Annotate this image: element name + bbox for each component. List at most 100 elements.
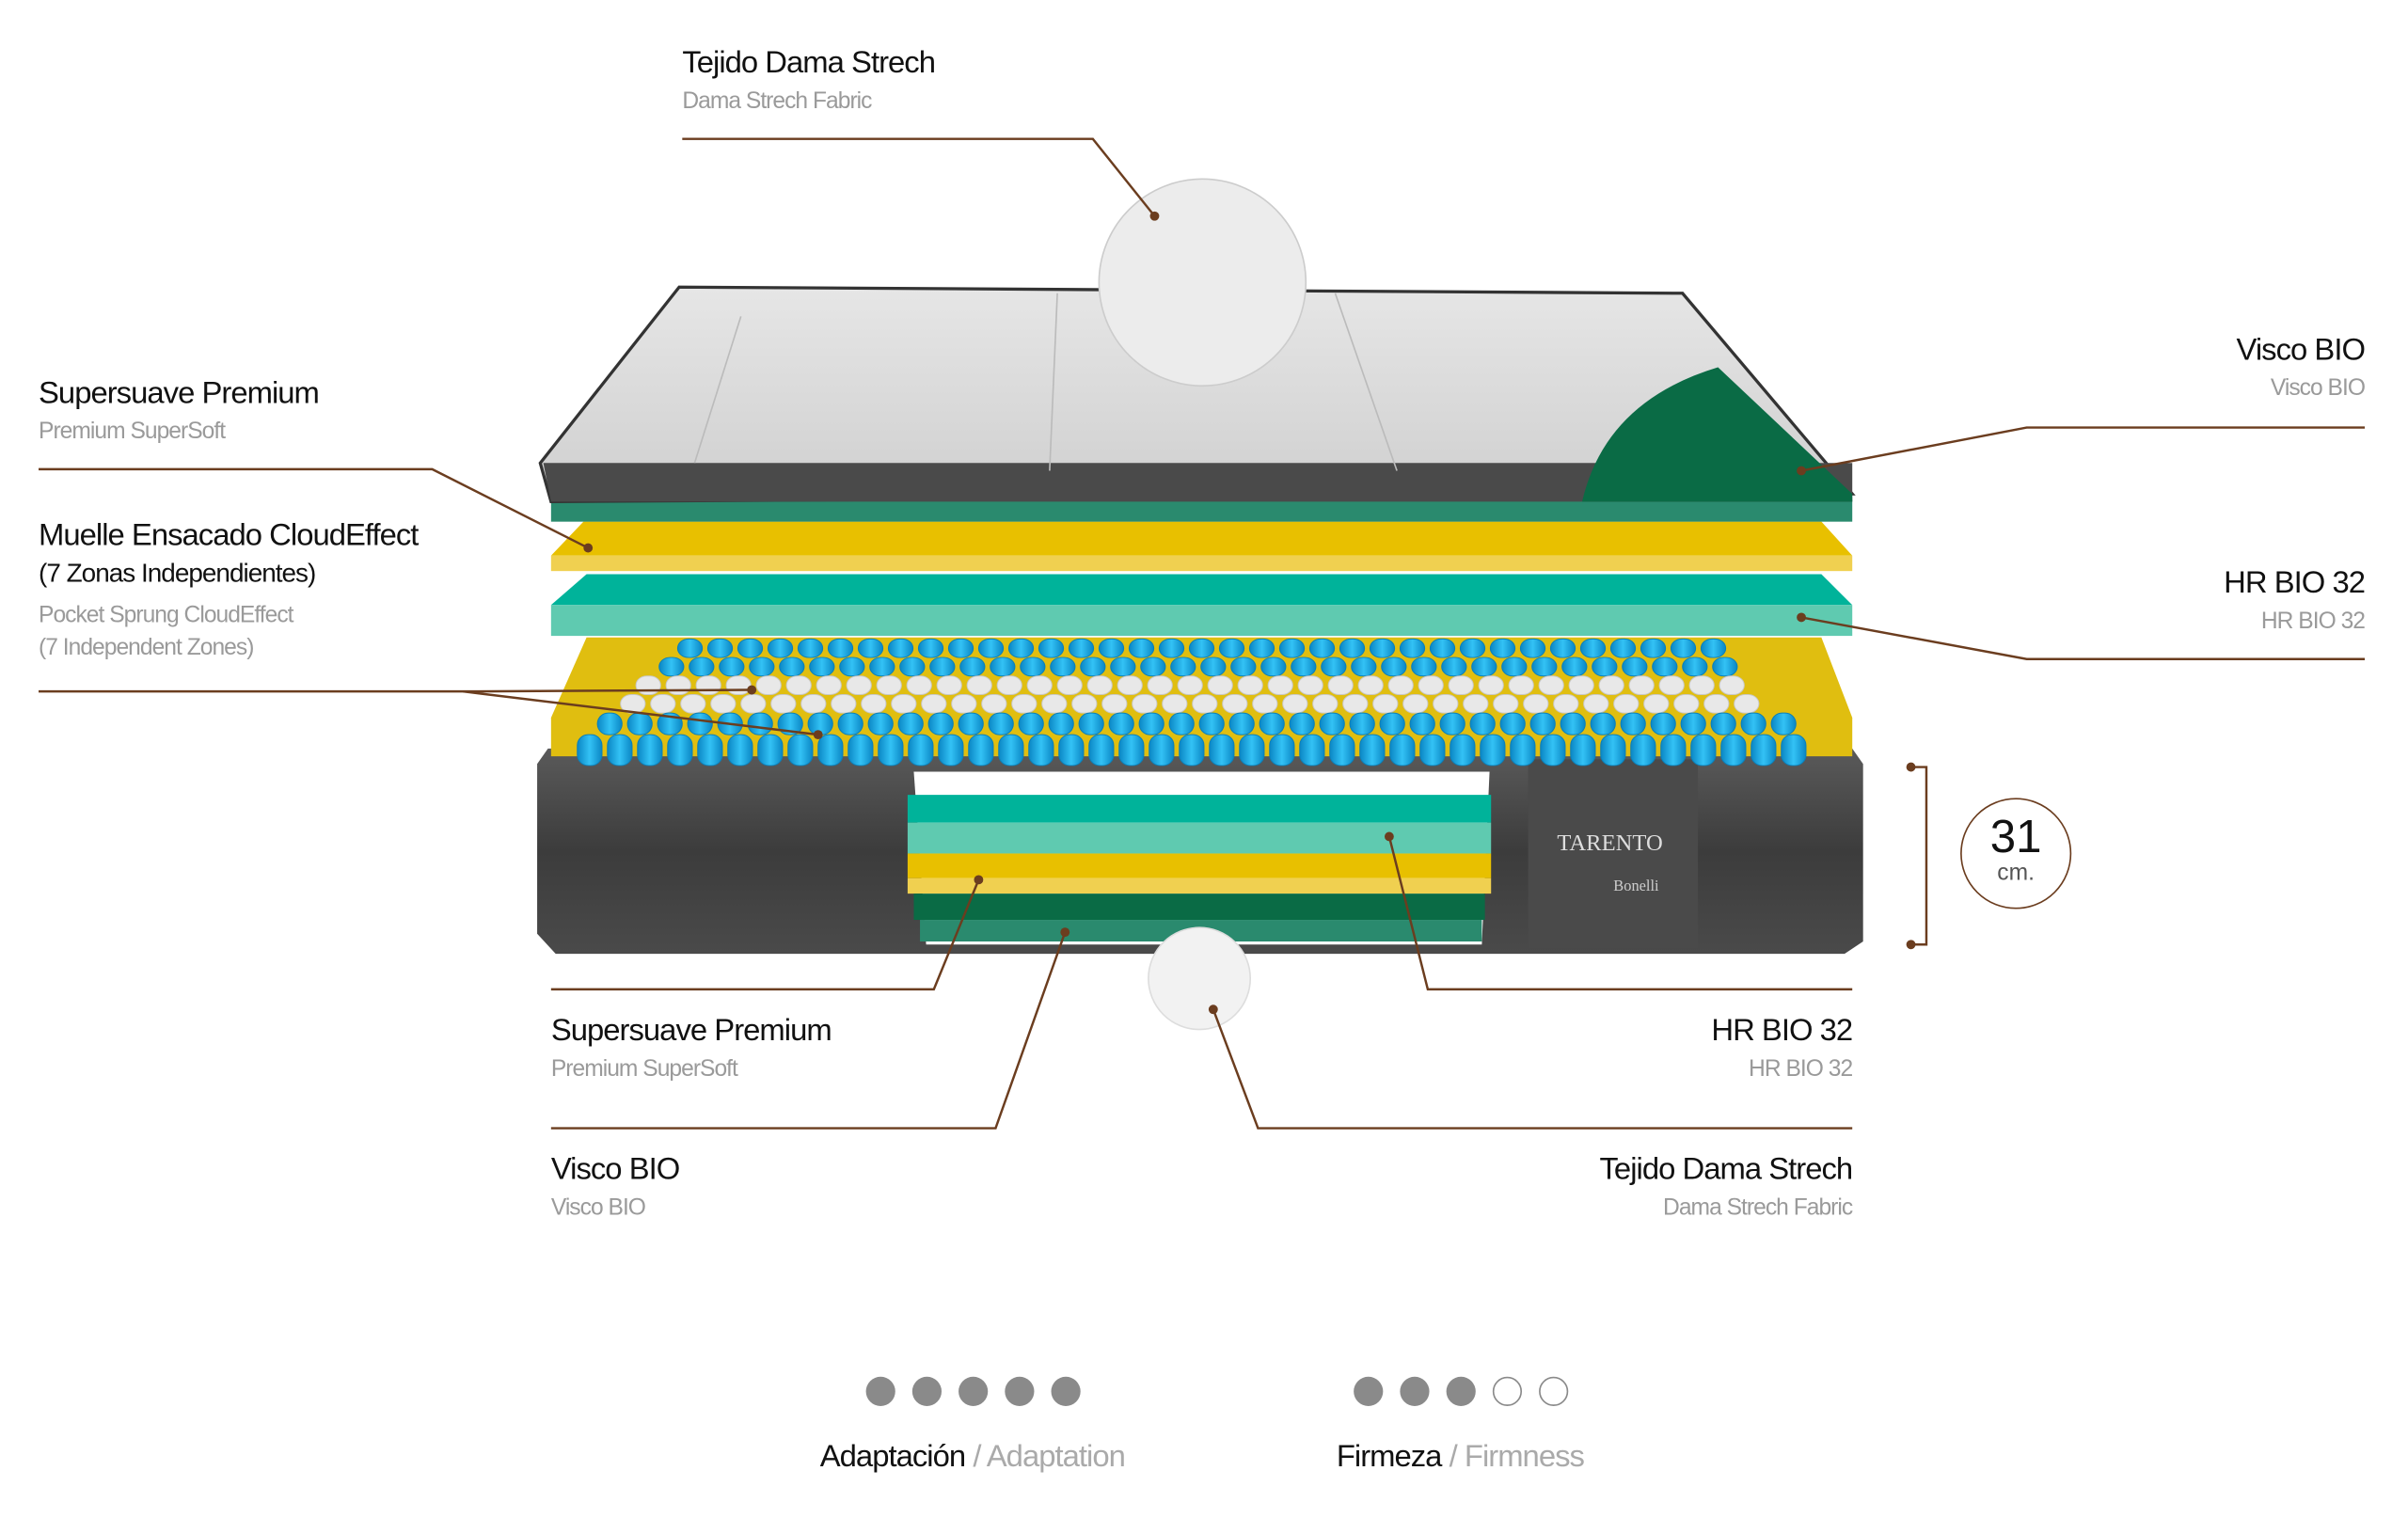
spring-coil: [755, 675, 782, 695]
spring-coil: [1531, 656, 1558, 677]
spring-coil: [1583, 693, 1609, 714]
spring-coil: [1349, 712, 1375, 735]
spring-coil: [1058, 734, 1085, 767]
spring-coil: [740, 693, 767, 714]
spring-coil: [757, 734, 784, 767]
spring-coil: [1560, 712, 1586, 735]
spring-coil: [1703, 693, 1730, 714]
spring-coil: [921, 693, 947, 714]
spring-coil: [1018, 712, 1044, 735]
spring-coil: [899, 656, 926, 677]
spring-coil: [1751, 734, 1777, 767]
spring-coil: [1658, 675, 1685, 695]
spring-coil: [1411, 656, 1437, 677]
label-right-hr: HR BIO 32 HR BIO 32: [2224, 566, 2366, 635]
spring-coil: [846, 675, 872, 695]
spring-coil: [1117, 675, 1143, 695]
spring-coil: [1158, 638, 1185, 658]
spring-coil: [1630, 734, 1656, 767]
spring-coil: [1289, 712, 1315, 735]
spring-coil: [1078, 712, 1104, 735]
spring-coil: [1028, 734, 1054, 767]
spring-coil: [1088, 734, 1115, 767]
spring-coil: [1469, 712, 1496, 735]
spring-coil: [787, 734, 814, 767]
spring-coil: [1399, 638, 1426, 658]
spring-coil: [689, 656, 715, 677]
spring-coil: [1640, 638, 1667, 658]
spring-coil: [1230, 656, 1257, 677]
spring-coil: [887, 638, 914, 658]
spring-coil: [988, 712, 1014, 735]
spring-coil: [1149, 734, 1175, 767]
spring-coil: [1071, 693, 1098, 714]
spring-coil: [1740, 712, 1766, 735]
spring-coil: [695, 675, 721, 695]
spring-coil: [966, 675, 992, 695]
spring-coil: [1351, 656, 1377, 677]
label-title: HR BIO 32: [2224, 566, 2366, 601]
visco-wedge: [1582, 367, 1853, 502]
spring-coil: [848, 734, 874, 767]
spring-coil: [1712, 656, 1738, 677]
spring-coil: [770, 693, 797, 714]
spring-coil: [891, 693, 917, 714]
spring-coil: [800, 693, 827, 714]
spring-coil: [1690, 734, 1717, 767]
spring-coil: [697, 734, 723, 767]
spring-coil: [1561, 656, 1588, 677]
spring-coil: [1068, 638, 1095, 658]
spring-coil: [607, 734, 633, 767]
spring-coil: [1192, 693, 1218, 714]
pocket-springs: [577, 638, 1807, 767]
spring-coil: [1086, 675, 1113, 695]
spring-coil: [959, 656, 986, 677]
spring-coil: [1418, 675, 1444, 695]
spring-coil: [876, 675, 902, 695]
spring-coil: [710, 693, 737, 714]
spring-coil: [1478, 675, 1504, 695]
spring-coil: [1209, 734, 1235, 767]
height-unit: cm.: [1997, 860, 2035, 886]
spring-coil: [725, 675, 752, 695]
spring-coil: [626, 712, 653, 735]
spring-coil: [1147, 675, 1173, 695]
height-badge: 31 cm.: [1960, 798, 2072, 909]
spring-coil: [1402, 693, 1429, 714]
spring-coil: [1387, 675, 1414, 695]
spring-coil: [1020, 656, 1046, 677]
spring-coil: [831, 693, 857, 714]
spring-coil: [908, 734, 934, 767]
spring-coil: [737, 638, 764, 658]
spring-coil: [747, 712, 773, 735]
spring-coil: [1050, 656, 1076, 677]
spring-coil: [1590, 712, 1616, 735]
rating-dot-filled: [958, 1376, 988, 1406]
spring-coil: [1389, 734, 1416, 767]
label-bottom-visco: Visco BIO Visco BIO: [551, 1153, 680, 1222]
label-right-visco: Visco BIO Visco BIO: [2237, 333, 2366, 402]
spring-coil: [1369, 638, 1396, 658]
spring-coil: [1538, 675, 1564, 695]
spring-coil: [1308, 638, 1336, 658]
spring-coil: [1329, 734, 1355, 767]
rating-label-en: / Firmness: [1449, 1440, 1585, 1475]
spring-coil: [1489, 638, 1516, 658]
spring-coil: [1179, 734, 1205, 767]
spring-coil: [1710, 712, 1736, 735]
spring-coil: [1319, 712, 1345, 735]
label-title: Supersuave Premium: [39, 376, 320, 411]
spring-coil: [1568, 675, 1594, 695]
spring-coil: [1499, 712, 1526, 735]
rating-dot-filled: [1050, 1376, 1080, 1406]
spring-coil: [1359, 734, 1386, 767]
spring-coil: [1480, 734, 1506, 767]
spring-coil: [1613, 693, 1640, 714]
spring-coil: [1222, 693, 1248, 714]
spring-coil: [797, 638, 824, 658]
spring-coil: [958, 712, 984, 735]
spring-coil: [1168, 712, 1195, 735]
spring-coil: [1108, 712, 1134, 735]
spring-coil: [777, 712, 803, 735]
rating-dots: [741, 1376, 1204, 1406]
